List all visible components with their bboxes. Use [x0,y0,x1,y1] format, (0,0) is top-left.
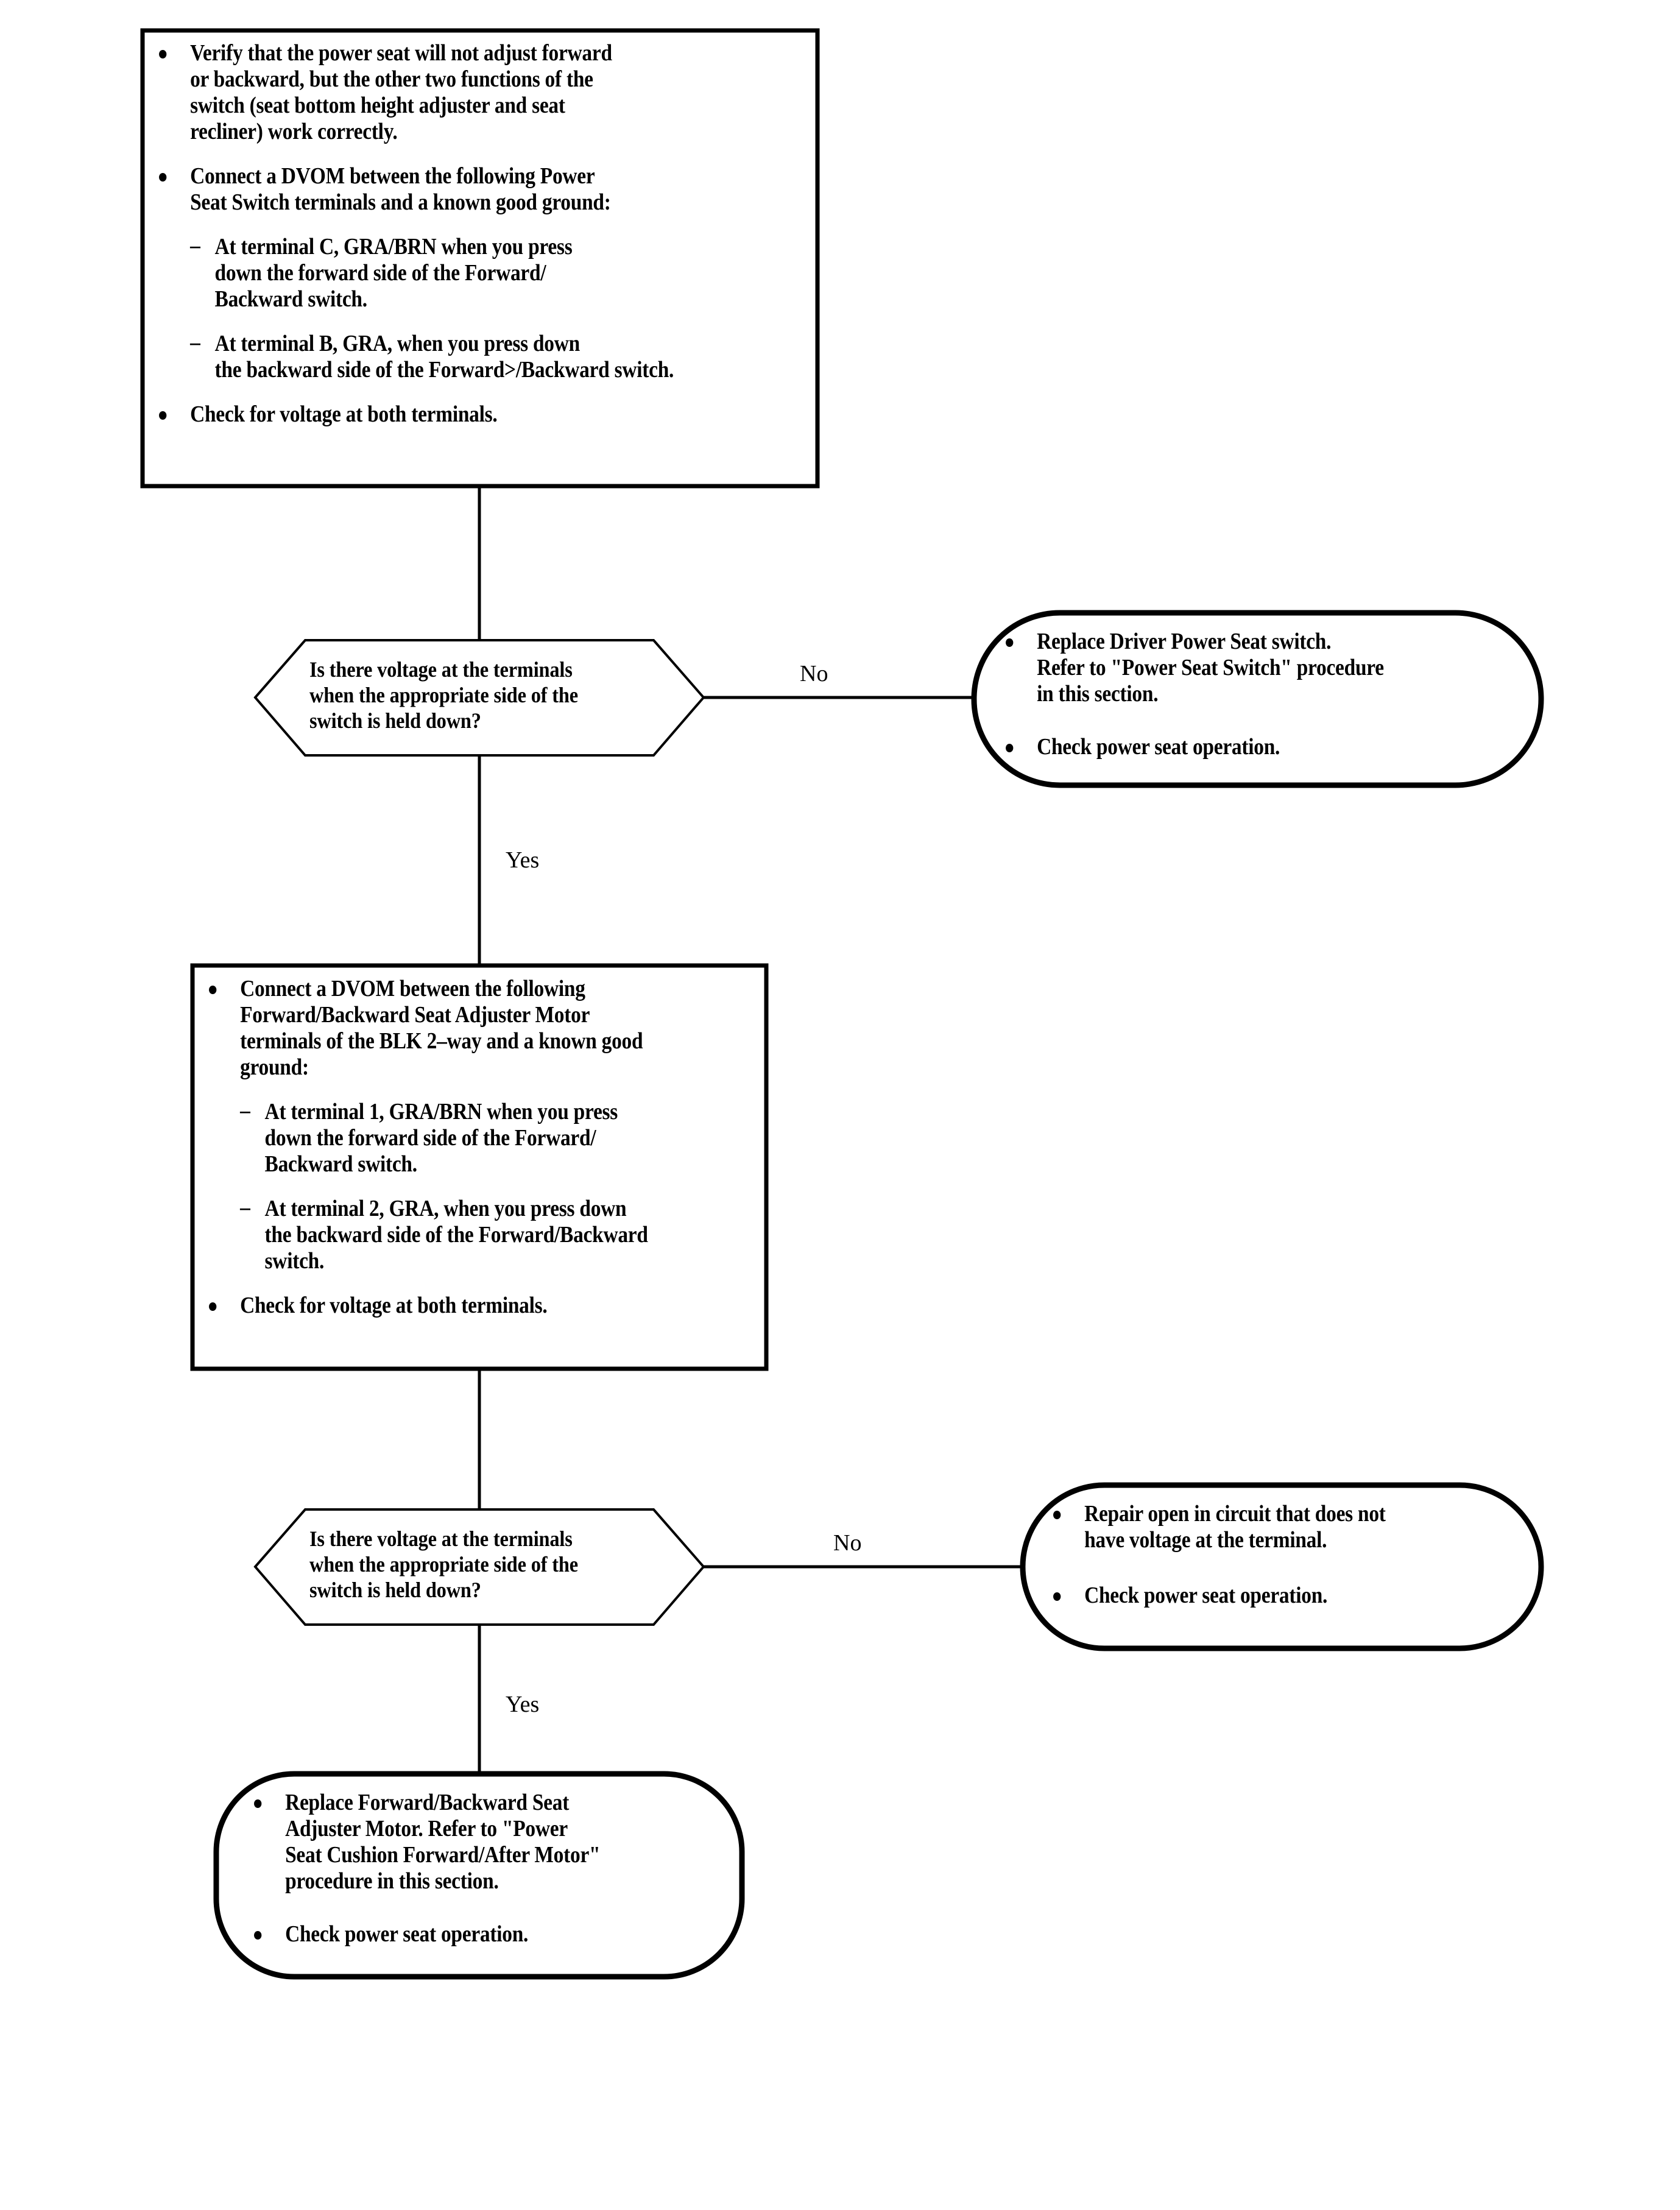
result3-bullet-list: Replace Forward/Backward Seat Adjuster M… [250,1790,737,1947]
step1-bullet-list: Verify that the power seat will not adju… [155,40,806,428]
result1-item-2: Check power seat operation. [1001,734,1468,760]
step1-item-2: Connect a DVOM between the following Pow… [155,163,729,383]
node-decision2: Is there voltage at the terminals when t… [309,1526,649,1603]
node-decision1: Is there voltage at the terminals when t… [309,657,649,733]
step2-item-1: Connect a DVOM between the following For… [205,976,694,1274]
edge-label-no-2: No [833,1530,862,1556]
node-shape-result3 [213,1771,745,1980]
step2-bullet-list: Connect a DVOM between the following For… [205,976,760,1319]
decision2-line-1: Is there voltage at the terminals [309,1527,573,1551]
step2-sub-item-1: At terminal 1, GRA/BRN when you press do… [240,1098,693,1177]
decision1-line-2: when the appropriate side of the [309,683,578,707]
step2-item-2: Check for voltage at both terminals. [205,1293,694,1319]
step2-sub-list: At terminal 1, GRA/BRN when you press do… [240,1098,693,1274]
step1-sub-item-2: At terminal B, GRA, when you press down … [190,330,729,383]
edge-label-yes-2: Yes [506,1692,540,1717]
node-shape-result2 [1020,1482,1544,1651]
decision1-line-1: Is there voltage at the terminals [309,657,573,682]
node-shape-decision1 [253,639,705,757]
step2-sub-item-2: At terminal 2, GRA, when you press down … [240,1195,693,1274]
decision2-line-3: switch is held down? [309,1578,481,1602]
result3-item-1: Replace Forward/Backward Seat Adjuster M… [250,1790,679,1894]
result1-item-1: Replace Driver Power Seat switch. Refer … [1001,629,1468,707]
node-result3: Replace Forward/Backward Seat Adjuster M… [250,1790,737,1947]
edge-label-no-1: No [800,661,828,687]
node-result2: Repair open in circuit that does not hav… [1049,1501,1530,1609]
edge-label-yes-1: Yes [506,847,540,873]
result2-item-2: Check power seat operation. [1049,1583,1472,1609]
step1-sub-item-1: At terminal C, GRA/BRN when you press do… [190,233,729,312]
step1-item-1: Verify that the power seat will not adju… [155,40,729,145]
node-step2: Connect a DVOM between the following For… [205,976,760,1319]
result2-bullet-list: Repair open in circuit that does not hav… [1049,1501,1530,1609]
result1-bullet-list: Replace Driver Power Seat switch. Refer … [1001,629,1531,760]
step1-item-3: Check for voltage at both terminals. [155,401,729,428]
decision1-line-3: switch is held down? [309,708,481,733]
node-shape-decision2 [253,1508,705,1626]
node-result1: Replace Driver Power Seat switch. Refer … [1001,629,1531,760]
node-shape-result1 [971,610,1544,788]
result3-item-2: Check power seat operation. [250,1921,679,1947]
result2-item-1: Repair open in circuit that does not hav… [1049,1501,1472,1553]
decision2-line-2: when the appropriate side of the [309,1552,578,1576]
step1-sub-list: At terminal C, GRA/BRN when you press do… [190,233,729,383]
node-step1: Verify that the power seat will not adju… [155,40,806,428]
